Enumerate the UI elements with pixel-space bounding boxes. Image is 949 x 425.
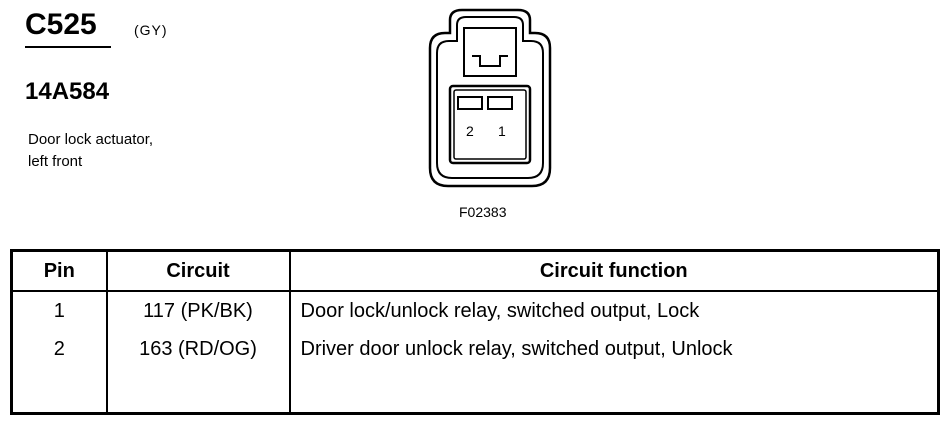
header-pin: Pin bbox=[10, 249, 108, 292]
cell-circuit-function: Driver door unlock relay, switched outpu… bbox=[288, 330, 940, 415]
pin-label-2: 2 bbox=[466, 123, 474, 139]
connector-pin-block bbox=[448, 84, 532, 165]
description-line-2: left front bbox=[28, 153, 83, 170]
connector-housing-outer bbox=[428, 8, 552, 188]
pin-table: Pin Circuit Circuit function 1 117 (PK/B… bbox=[10, 249, 940, 415]
table-header-row: Pin Circuit Circuit function bbox=[10, 249, 940, 292]
connector-housing-inner bbox=[436, 16, 544, 179]
connector-id-underline bbox=[25, 46, 111, 48]
pin-cavity-1 bbox=[487, 96, 513, 110]
pin-cavity-2 bbox=[457, 96, 483, 110]
connector-lock-notch bbox=[472, 55, 508, 67]
cell-pin: 2 bbox=[10, 330, 108, 415]
description-line-1: Door lock actuator, bbox=[28, 131, 154, 148]
connector-color: (GY) bbox=[134, 22, 168, 38]
cell-circuit: 163 (RD/OG) bbox=[105, 330, 291, 415]
connector-face-diagram: 2 1 bbox=[428, 8, 552, 188]
connector-id: C525 bbox=[25, 8, 97, 41]
part-number: 14A584 bbox=[25, 78, 110, 105]
pin-label-1: 1 bbox=[498, 123, 506, 139]
cell-circuit-function: Door lock/unlock relay, switched output,… bbox=[288, 290, 940, 330]
figure-id: F02383 bbox=[459, 204, 507, 220]
table-row: 2 163 (RD/OG) Driver door unlock relay, … bbox=[10, 330, 940, 415]
connector-description: Door lock actuator, left front bbox=[28, 129, 153, 173]
table-row: 1 117 (PK/BK) Door lock/unlock relay, sw… bbox=[10, 290, 940, 330]
header-circuit-function: Circuit function bbox=[288, 249, 940, 292]
cell-circuit: 117 (PK/BK) bbox=[105, 290, 291, 330]
header-circuit: Circuit bbox=[105, 249, 291, 292]
connector-lock-tab bbox=[463, 27, 517, 77]
cell-pin: 1 bbox=[10, 290, 108, 330]
connector-pin-block-inner bbox=[453, 89, 527, 160]
